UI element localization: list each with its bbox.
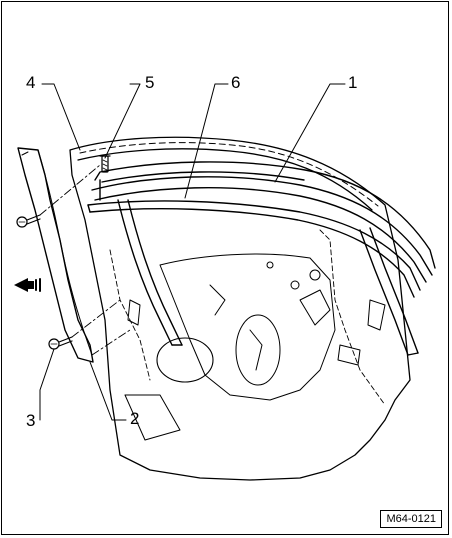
door-body (69, 136, 411, 481)
callout-1: 1 (348, 73, 358, 92)
window-trim-strip (87, 200, 421, 298)
callout-4: 4 (26, 73, 36, 92)
front-guide-rail (117, 199, 183, 346)
screw-5 (99, 155, 111, 173)
figure-id-label: M64-0121 (380, 510, 442, 528)
callout-6: 6 (231, 73, 241, 92)
callout-5: 5 (145, 73, 155, 92)
removal-direction-arrow-icon (14, 278, 41, 292)
callout-3: 3 (26, 411, 36, 430)
pillar-trim-panel (17, 147, 94, 363)
screw-3-lower (48, 336, 73, 350)
rear-guide-rail (359, 227, 419, 356)
screw-3-upper (16, 214, 41, 228)
window-guide-channel (91, 161, 436, 283)
alignment-lines (39, 164, 131, 356)
leader-lines (39, 83, 346, 421)
callout-2: 2 (130, 409, 140, 428)
